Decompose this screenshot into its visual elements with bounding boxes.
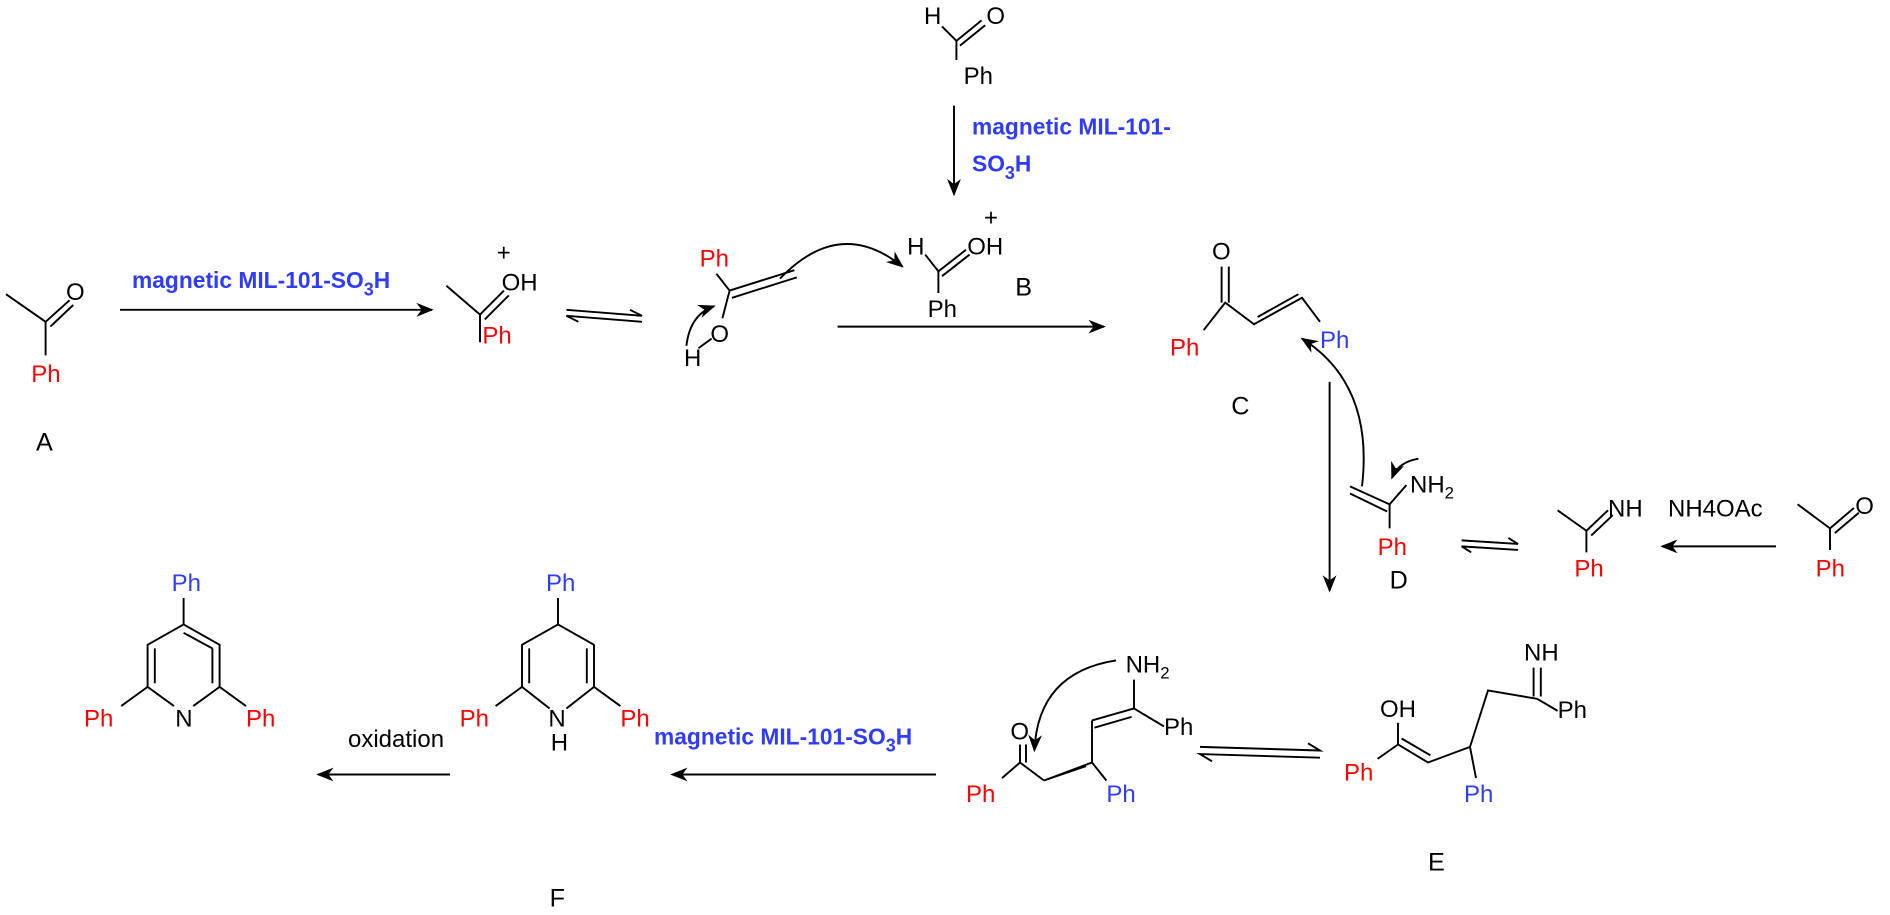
oxygen-atom: O — [986, 3, 1005, 30]
oxygen-atom: O — [1010, 719, 1029, 746]
curved-arrow — [1028, 659, 1117, 753]
oxygen-atom: O — [66, 279, 85, 306]
hydroxyl-group: OH — [1380, 696, 1416, 723]
phenyl-group: Ph — [1164, 714, 1193, 741]
hydrogen-atom: H — [684, 345, 701, 372]
phenyl-group: Ph — [84, 705, 113, 732]
amino-group: NH2 — [1126, 651, 1170, 682]
hydrogen-atom: H — [551, 729, 568, 756]
imine-group: NH — [1524, 639, 1559, 666]
label-a: A — [36, 428, 53, 456]
reagent-label: magnetic MIL-101-SO3H — [132, 267, 390, 299]
nitrogen-atom: N — [548, 705, 565, 732]
enamine-enone-intermediate: NH2 Ph O Ph Ph — [966, 651, 1193, 808]
protonated-acetophenone: OH + Ph — [445, 240, 538, 349]
positive-charge: + — [984, 205, 998, 232]
phenyl-group: Ph — [1816, 555, 1845, 582]
imine-group: NH — [1608, 495, 1643, 522]
curved-arrow — [779, 243, 904, 280]
hydrogen-atom: H — [924, 3, 941, 30]
oxidation-label: oxidation — [348, 726, 444, 753]
phenyl-group: Ph — [1464, 781, 1493, 808]
equilibrium-arrows-3 — [1196, 742, 1324, 763]
phenyl-group: Ph — [966, 781, 995, 808]
compound-f-dihydropyridine: Ph N H Ph Ph F — [460, 570, 650, 913]
phenyl-group: Ph — [964, 63, 993, 90]
compound-a-acetophenone: O Ph A — [5, 279, 85, 456]
label-b: B — [1015, 273, 1032, 301]
compound-d-enamine: NH2 Ph D — [1349, 457, 1454, 594]
reagent-label: magnetic MIL-101- — [972, 113, 1171, 139]
oxygen-atom: O — [1212, 238, 1231, 265]
phenyl-group: Ph — [546, 570, 575, 597]
equilibrium-arrows-2 — [1461, 537, 1519, 554]
label-d: D — [1390, 566, 1408, 594]
oxygen-atom: O — [710, 321, 729, 348]
curved-arrow — [1300, 337, 1365, 487]
curved-arrow — [1391, 457, 1419, 480]
phenyl-group: Ph — [1378, 534, 1407, 561]
label-c: C — [1231, 392, 1249, 420]
phenyl-group: Ph — [246, 705, 275, 732]
phenyl-group: Ph — [172, 570, 201, 597]
phenyl-group: Ph — [928, 296, 957, 323]
phenyl-group: Ph — [620, 705, 649, 732]
nitrogen-atom: N — [175, 705, 192, 732]
label-e: E — [1428, 849, 1445, 877]
reagent-label: magnetic MIL-101-SO3H — [654, 723, 912, 755]
compound-c-chalcone: O Ph Ph C — [1170, 238, 1349, 420]
phenyl-group: Ph — [482, 322, 511, 349]
acetophenone-right: O Ph — [1797, 493, 1874, 582]
amino-group: NH2 — [1410, 471, 1454, 502]
imine-intermediate: NH Ph — [1557, 495, 1643, 582]
phenyl-group: Ph — [1344, 760, 1373, 787]
phenyl-group: Ph — [1574, 555, 1603, 582]
positive-charge: + — [497, 240, 511, 267]
compound-e-michael-adduct: NH Ph OH Ph Ph E — [1344, 639, 1587, 876]
phenyl-group: Ph — [1106, 781, 1135, 808]
reagent-nh4oac: NH4OAc — [1668, 495, 1763, 522]
benzaldehyde-top: H O Ph magnetic MIL-101- SO3H — [924, 3, 1171, 197]
curved-arrow — [685, 304, 716, 346]
compound-b-protonated-benzaldehyde: H OH + Ph B — [907, 205, 1032, 323]
reagent-label: SO3H — [972, 151, 1031, 183]
phenyl-group: Ph — [1558, 697, 1587, 724]
phenyl-group: Ph — [31, 361, 60, 388]
phenyl-group: Ph — [700, 246, 729, 273]
enol-intermediate: Ph O H — [684, 243, 904, 372]
label-f: F — [550, 885, 565, 913]
equilibrium-arrows-1 — [565, 308, 643, 323]
oxygen-atom: O — [1855, 493, 1874, 520]
phenyl-group: Ph — [1170, 334, 1199, 361]
product-triphenylpyridine: Ph N Ph Ph — [84, 570, 275, 733]
phenyl-group: Ph — [1320, 327, 1349, 354]
hydroxyl-group: OH — [967, 234, 1003, 261]
phenyl-group: Ph — [460, 705, 489, 732]
hydroxyl-group: OH — [502, 270, 538, 297]
step-1-arrow: magnetic MIL-101-SO3H — [120, 267, 434, 317]
hydrogen-atom: H — [907, 234, 924, 261]
